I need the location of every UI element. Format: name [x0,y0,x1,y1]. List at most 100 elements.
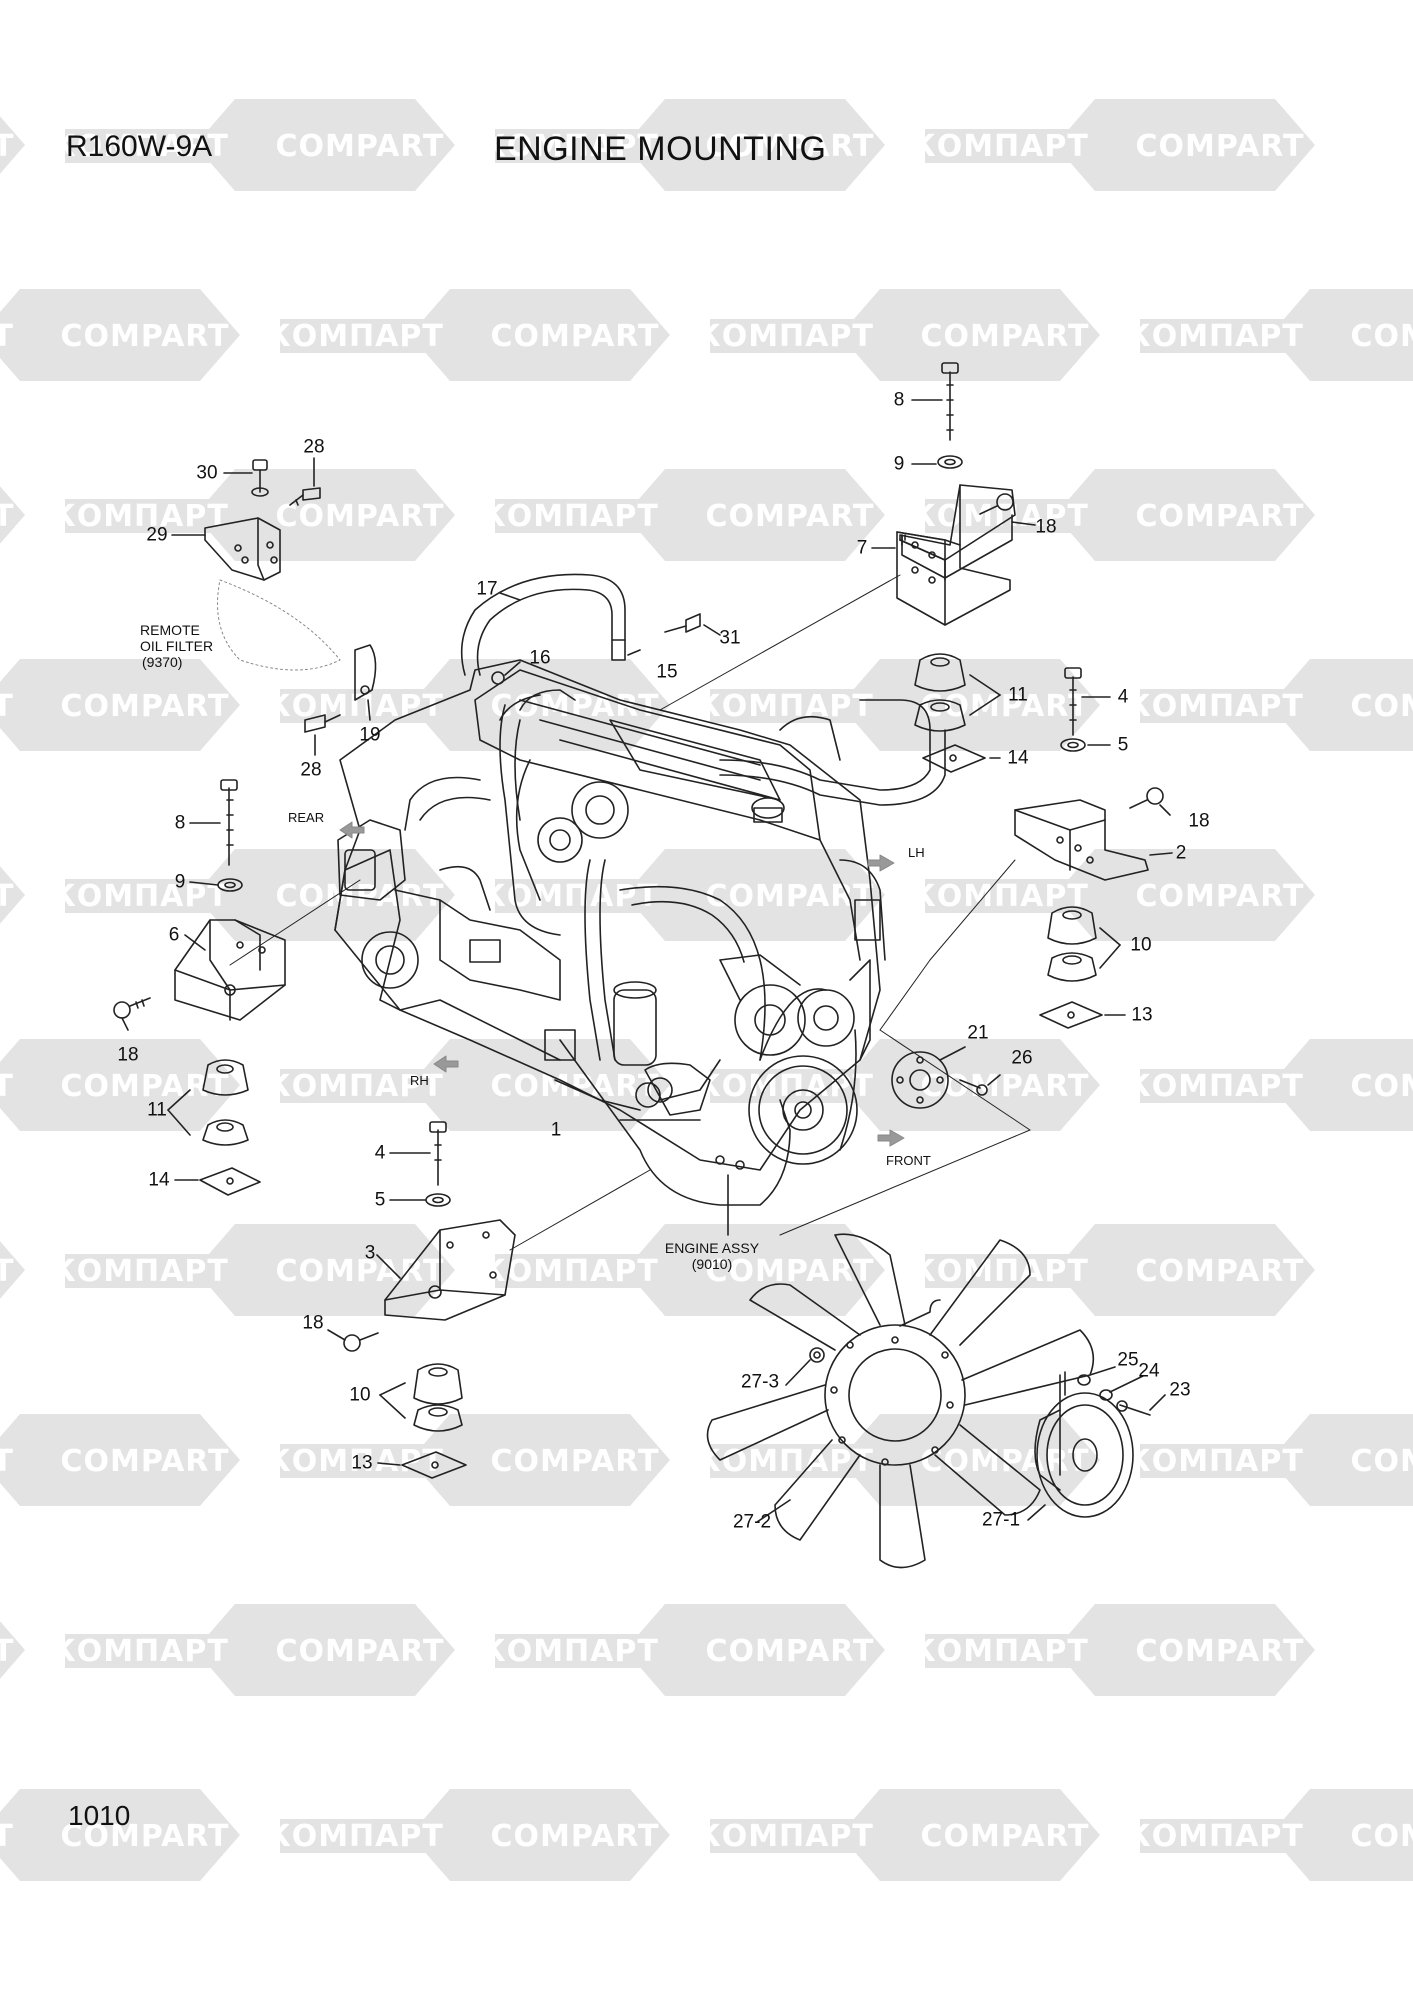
watermark-cyrillic: КОМПАРТ [266,1819,444,1854]
callout-8-right: 8 [893,389,905,411]
watermark-latin: COMPART [1135,1634,1304,1669]
watermark-latin: COMPART [0,879,15,914]
model-number: R160W-9A [66,130,213,163]
callout-9-right: 9 [893,453,905,475]
watermark-latin: COMPART [60,1819,229,1854]
watermark-cyrillic: КОМПАРТ [1126,1444,1304,1479]
mount-right-rear [659,362,1036,773]
callout-5-upper: 5 [1117,734,1129,756]
callout-29: 29 [146,524,168,546]
watermark-latin: COMPART [0,1254,15,1289]
watermark-latin: COMPART [1350,689,1413,724]
watermark-cyrillic: КОМПАРТ [51,1634,229,1669]
callout-4-lower: 4 [374,1142,386,1164]
watermark-tile: КОМПАРТ COMPART [1126,1789,1413,1881]
watermark-latin: COMPART [920,319,1089,354]
watermark-latin: COMPART [705,1634,874,1669]
callout-13-right: 13 [1131,1004,1153,1026]
watermark-latin: COMPART [1135,499,1304,534]
watermark-tile: КОМПАРТ COMPART [266,289,670,381]
watermark-cyrillic: КОМПАРТ [0,319,14,354]
callout-10-right: 10 [1130,934,1152,956]
watermark-latin: COMPART [1135,879,1304,914]
callout-23: 23 [1169,1379,1191,1401]
direction-rh-label: RH [410,1073,429,1088]
remote-oil-filter-line1: REMOTE [140,622,200,638]
watermark-latin: COMPART [490,319,659,354]
callout-14-right: 14 [1007,747,1029,769]
remote-oil-filter-line2: OIL FILTER [140,638,214,654]
engine-assy-line2: (9010) [691,1256,733,1272]
watermark-cyrillic: КОМПАРТ [1126,1819,1304,1854]
watermark-cyrillic: КОМПАРТ [1126,689,1304,724]
callout-25: 25 [1117,1349,1139,1371]
watermark-latin: COMPART [60,689,229,724]
callout-14-left: 14 [148,1169,170,1191]
watermark-cyrillic: КОМПАРТ [0,1444,14,1479]
callout-2: 2 [1175,842,1187,864]
engine-assembly [334,659,946,1236]
watermark-latin: COMPART [0,499,15,534]
watermark-tile: КОМПАРТ COMPART [911,99,1315,191]
watermark-cyrillic: КОМПАРТ [481,129,659,164]
watermark-cyrillic: КОМПАРТ [51,129,229,164]
callout-26: 26 [1011,1047,1033,1069]
watermark-latin: COMPART [1350,1444,1413,1479]
watermark-cyrillic: КОМПАРТ [266,319,444,354]
mount-left-front [327,1121,651,1479]
callout-18-right: 18 [1188,810,1210,832]
callout-24: 24 [1138,1360,1160,1382]
watermark-cyrillic: КОМПАРТ [1126,1069,1304,1104]
watermark-cyrillic: КОМПАРТ [911,129,1089,164]
watermark-cyrillic: КОМПАРТ [481,879,659,914]
callout-3: 3 [364,1242,376,1264]
watermark-tile: КОМПАРТ COMPART [911,469,1315,561]
callout-4-upper: 4 [1117,686,1129,708]
page-number: 1010 [68,1800,131,1831]
watermark-cyrillic: КОМПАРТ [696,689,874,724]
watermark-latin: COMPART [1350,1819,1413,1854]
callout-27-1: 27-1 [981,1509,1021,1531]
watermark-cyrillic: КОМПАРТ [51,499,229,534]
callout-28-upper: 28 [303,436,325,458]
watermark-cyrillic: КОМПАРТ [911,499,1089,534]
watermark-cyrillic: КОМПАРТ [266,1069,444,1104]
watermark-latin: COMPART [920,1819,1089,1854]
watermark-latin: COMPART [1135,129,1304,164]
callout-7: 7 [856,537,868,559]
callout-18-left: 18 [117,1044,139,1066]
watermark-cyrillic: КОМПАРТ [911,1634,1089,1669]
direction-rear-label: REAR [288,810,325,825]
callout-18-lower: 18 [302,1312,324,1334]
watermark-latin: COMPART [0,129,15,164]
direction-front-label: FRONT [886,1153,931,1168]
callout-5-lower: 5 [374,1189,386,1211]
watermark-latin: COMPART [705,1254,874,1289]
watermark-latin: COMPART [275,1254,444,1289]
callout-21: 21 [967,1022,989,1044]
watermark-latin: COMPART [705,499,874,534]
watermark-tile: КОМПАРТ COMPART [911,1604,1315,1696]
remote-oil-filter-line3: (9370) [142,654,183,670]
watermark-tile: КОМПАРТ COMPART [0,1414,240,1506]
watermark-latin: COMPART [60,1444,229,1479]
watermark-cyrillic: КОМПАРТ [911,1254,1089,1289]
watermark-cyrillic: КОМПАРТ [696,1444,874,1479]
watermark-latin: COMPART [1350,1069,1413,1104]
page-title: ENGINE MOUNTING [494,130,827,168]
